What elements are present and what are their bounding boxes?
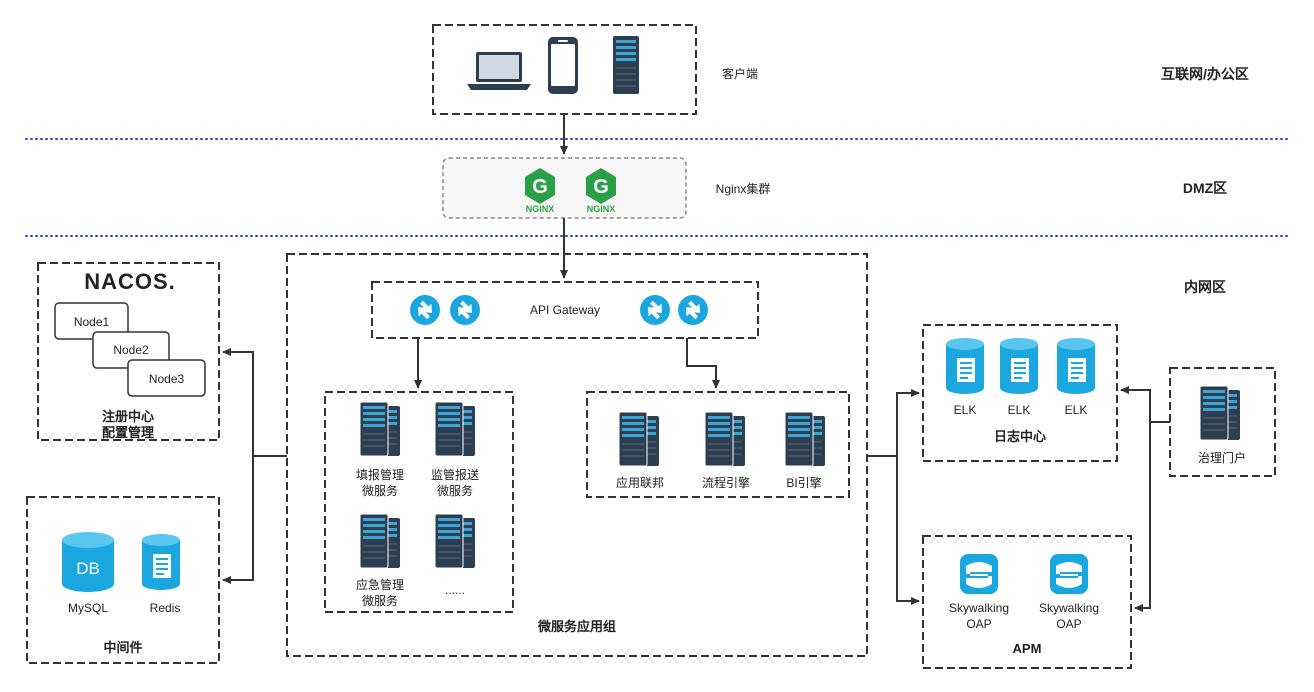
laptop-icon — [467, 52, 531, 90]
nginx-box — [442, 157, 687, 219]
svc-bi-label: BI引擎 — [786, 476, 822, 490]
router-icon-4 — [678, 295, 708, 325]
nginx-logo-icon-1: G NGINX — [525, 168, 555, 214]
services-right-box — [586, 391, 850, 498]
zone-label-intranet: 内网区 — [1184, 279, 1226, 295]
node2-label: Node2 — [113, 343, 149, 357]
server-icon-emergency — [359, 513, 401, 569]
arrow-to-nacos — [222, 348, 287, 457]
server-icon-workflow — [704, 411, 746, 467]
arrow-to-middleware — [222, 456, 254, 584]
elk-icon-3 — [1057, 338, 1095, 394]
client-server-icon — [612, 35, 640, 95]
svc-emergency-line2: 微服务 — [361, 594, 398, 608]
zone-label-internet: 互联网/办公区 — [1161, 66, 1249, 82]
redis-icon — [142, 534, 180, 590]
governance-label: 治理门户 — [1197, 451, 1246, 465]
router-icon-2 — [450, 295, 480, 325]
node3-box — [127, 359, 206, 397]
connectors — [222, 114, 1170, 612]
svc-emergency-line1: 应急管理 — [355, 578, 404, 592]
router-icon-3 — [640, 295, 670, 325]
node3-label: Node3 — [148, 372, 185, 386]
db-label: DB — [76, 559, 100, 578]
redis-label: Redis — [149, 601, 181, 615]
svc-supervision-line2: 微服务 — [436, 484, 473, 498]
middleware-title: 中间件 — [103, 640, 143, 655]
elk-label-3: ELK — [1064, 403, 1088, 417]
server-icon-bi — [784, 411, 826, 467]
node1-box — [54, 302, 129, 340]
zone-label-dmz: DMZ区 — [1182, 180, 1228, 196]
mysql-label: MySQL — [67, 601, 108, 615]
nacos-title-line2: 配置管理 — [101, 425, 154, 440]
skywalking-1-line1: Skywalking — [948, 601, 1010, 615]
node1-label: Node1 — [73, 315, 110, 329]
skywalking-1-line2: OAP — [966, 617, 992, 631]
elk-label-1: ELK — [953, 403, 977, 417]
router-icon-1 — [410, 295, 440, 325]
svc-workflow-label: 流程引擎 — [701, 476, 750, 490]
client-label: 客户端 — [721, 67, 758, 81]
nacos-title-line1: 注册中心 — [101, 409, 154, 424]
db-cylinder-icon: DB — [62, 532, 114, 592]
svc-federation-label: 应用联邦 — [615, 476, 664, 490]
svc-more-label: ...... — [444, 583, 465, 597]
server-icon-fill-report — [359, 401, 401, 457]
skywalking-icon-1 — [960, 554, 998, 594]
skywalking-icon-2 — [1050, 554, 1088, 594]
phone-icon — [548, 37, 578, 94]
api-gateway-box — [371, 281, 759, 339]
nacos-logo: NACOS. — [84, 269, 176, 294]
middleware-box — [26, 496, 220, 664]
server-icon-more — [434, 513, 476, 569]
nginx-logo-text-2: NGINX — [587, 204, 616, 214]
elk-label-2: ELK — [1007, 403, 1031, 417]
svc-fill-report-line2: 微服务 — [361, 484, 398, 498]
log-center-box — [922, 324, 1118, 462]
arrow-to-apm — [896, 456, 920, 605]
skywalking-2-line1: Skywalking — [1038, 601, 1100, 615]
server-icon-supervision — [434, 401, 476, 457]
nacos-box — [37, 262, 220, 441]
api-gateway-label: API Gateway — [529, 303, 601, 317]
microservice-group-title: 微服务应用组 — [537, 619, 616, 634]
nginx-logo-letter-2: G — [593, 176, 609, 198]
svc-supervision-line1: 监管报送 — [430, 468, 479, 482]
apm-box — [922, 535, 1132, 669]
elk-icon-1 — [946, 338, 984, 394]
log-center-title: 日志中心 — [993, 429, 1046, 444]
nginx-logo-icon-2: G NGINX — [586, 168, 616, 214]
arrow-governance-to-log-center — [1120, 386, 1170, 423]
nginx-logo-text-1: NGINX — [526, 204, 555, 214]
server-icon-federation — [618, 411, 660, 467]
arrow-gateway-to-right-services — [686, 338, 720, 389]
elk-icon-2 — [1000, 338, 1038, 394]
nginx-logo-letter-1: G — [532, 176, 548, 198]
arrow-to-log-center — [867, 389, 920, 457]
nginx-label: Nginx集群 — [715, 182, 771, 196]
svc-fill-report-line1: 填报管理 — [355, 468, 404, 482]
apm-title: APM — [1012, 641, 1042, 656]
arrow-governance-to-apm — [1134, 422, 1151, 612]
governance-server-icon — [1199, 385, 1241, 441]
skywalking-2-line2: OAP — [1056, 617, 1082, 631]
